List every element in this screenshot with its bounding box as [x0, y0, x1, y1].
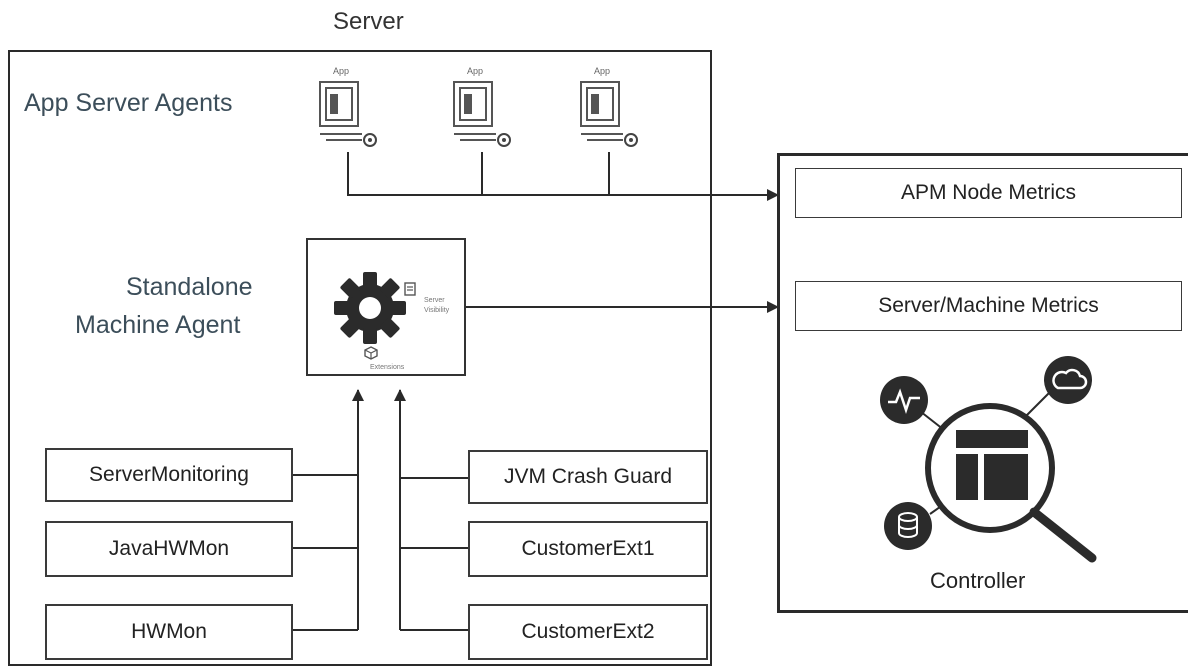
- server-visibility-line2: Visibility: [424, 307, 450, 314]
- app-server-icon: [580, 81, 638, 147]
- left-extensions-connector: [293, 390, 358, 631]
- right-extensions-connector: [400, 390, 468, 631]
- apm-node-metrics: APM Node Metrics: [795, 168, 1182, 218]
- extension-customerext2: CustomerExt2: [468, 604, 708, 660]
- extension-jvm-crash-guard: JVM Crash Guard: [468, 450, 708, 504]
- cloud-icon: [1044, 356, 1092, 404]
- server-machine-metrics: Server/Machine Metrics: [795, 281, 1182, 331]
- machine-agent-heading-line1: Standalone: [126, 273, 253, 301]
- machine-agent-heading-line2: Machine Agent: [75, 311, 241, 339]
- extension-customerext1: CustomerExt1: [468, 521, 708, 577]
- app-label: App: [467, 66, 484, 76]
- app-server-agents-heading: App Server Agents: [24, 89, 233, 117]
- machine-agent-box: Server Visibility Extensions: [306, 238, 466, 376]
- server-visibility-icon: [404, 282, 416, 296]
- app-agent-1: App: [318, 66, 382, 156]
- app-label: App: [333, 66, 350, 76]
- extension-javahwmon: JavaHWMon: [45, 521, 293, 577]
- controller-label: Controller: [930, 568, 1026, 593]
- database-icon: [884, 502, 932, 550]
- extension-hwmon: HWMon: [45, 604, 293, 660]
- extensions-label: Extensions: [370, 364, 405, 371]
- gear-icon: [334, 272, 406, 344]
- extensions-icon: [364, 346, 378, 360]
- app-agent-2: App: [452, 66, 516, 156]
- controller-frame: [777, 153, 1188, 613]
- app-server-icon: [453, 81, 511, 147]
- server-visibility-line1: Server: [424, 297, 445, 304]
- app-agent-3: App: [579, 66, 643, 156]
- app-label: App: [594, 66, 611, 76]
- extension-servermonitoring: ServerMonitoring: [45, 448, 293, 502]
- app-server-icon: [319, 81, 377, 147]
- pulse-icon: [880, 376, 928, 424]
- controller-graphic: [880, 356, 1097, 563]
- server-title: Server: [333, 8, 404, 35]
- magnifier-dashboard-icon: [925, 403, 1097, 563]
- app-agents-connector: [347, 152, 779, 201]
